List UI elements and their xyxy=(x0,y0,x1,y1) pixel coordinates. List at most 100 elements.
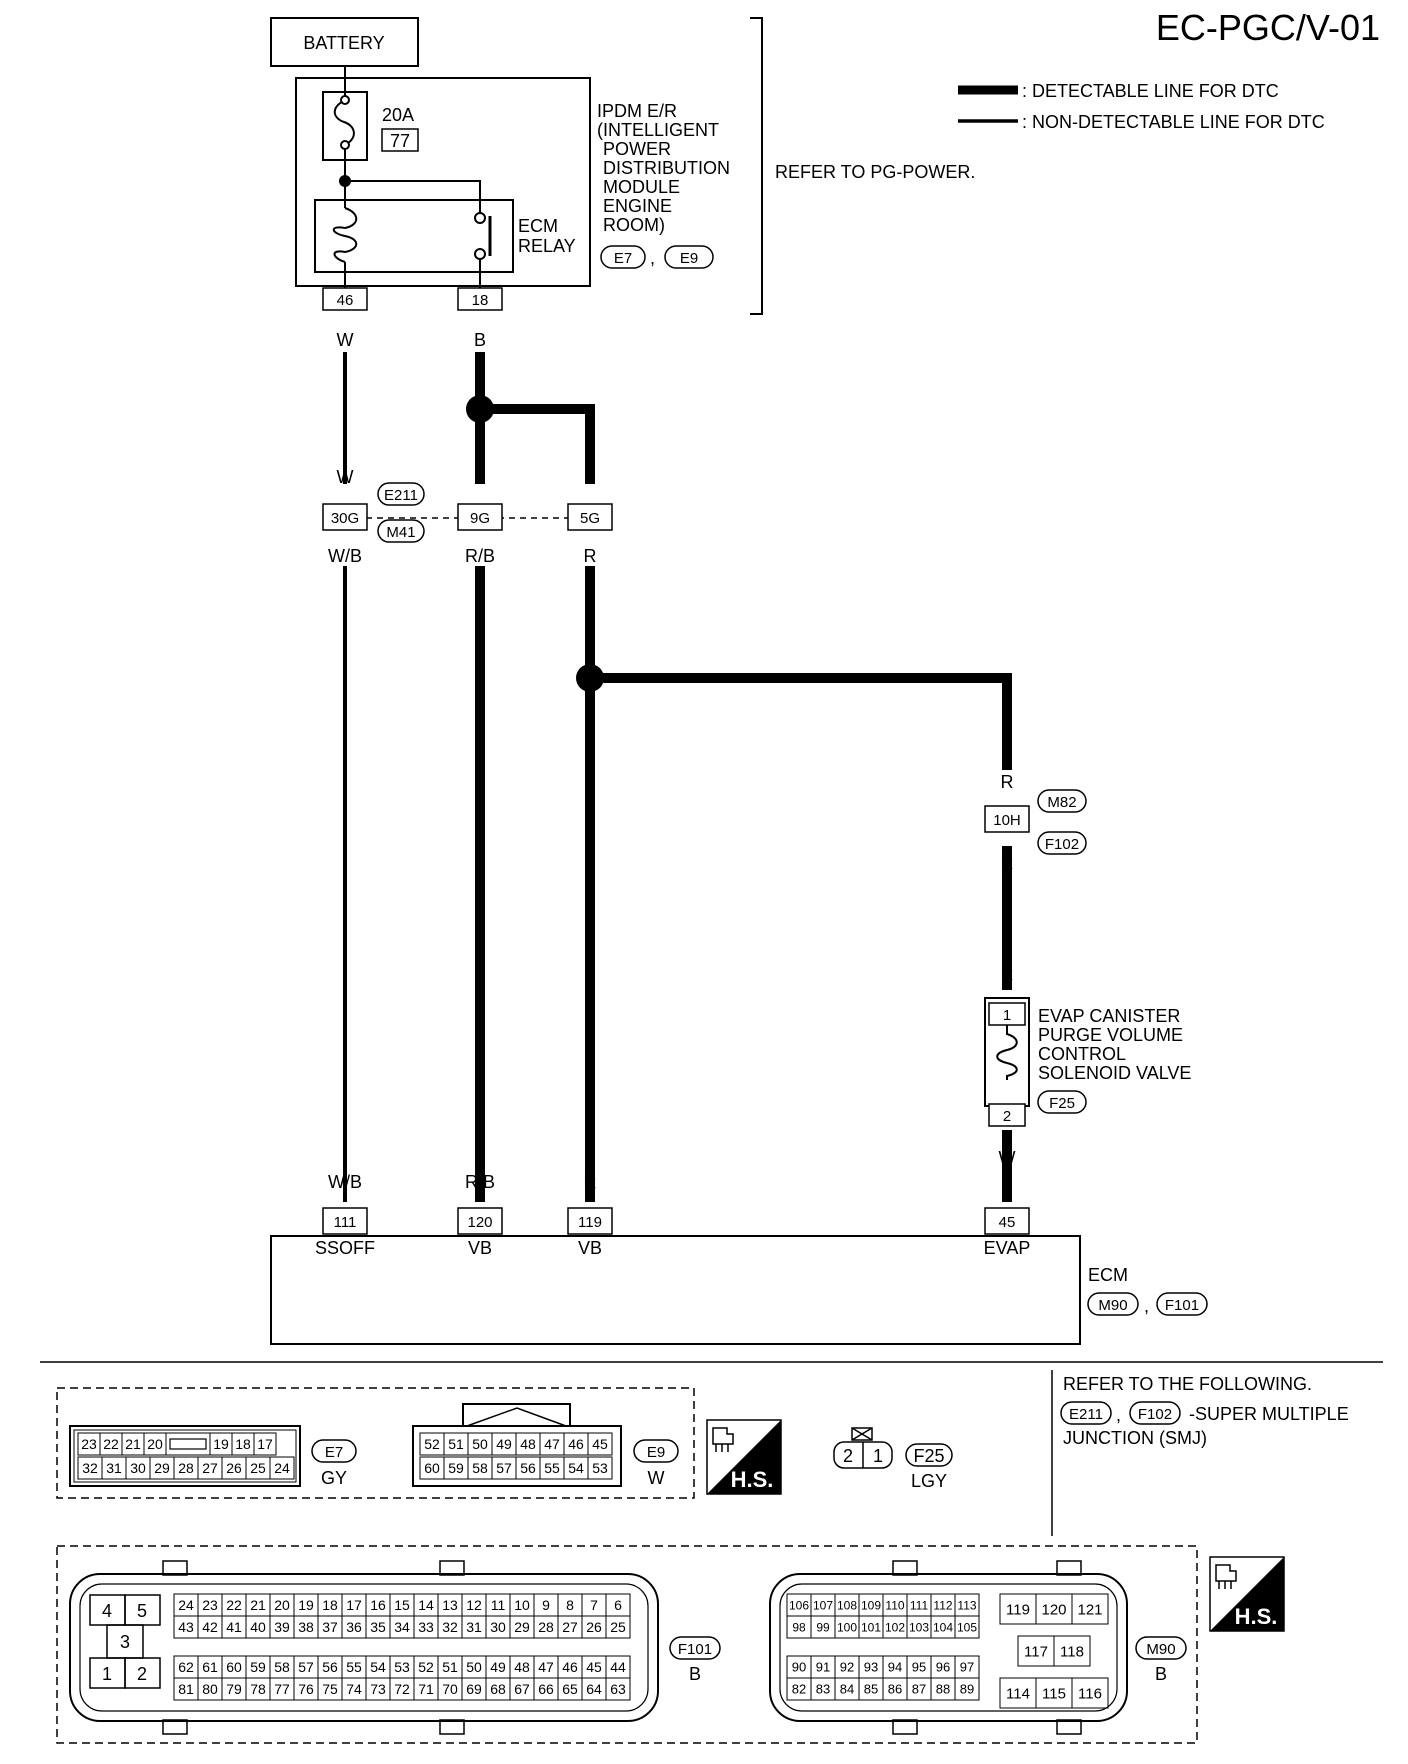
e9-color: W xyxy=(648,1468,665,1488)
j10h-conn-f102-badge xyxy=(1037,831,1087,855)
e9bot-pin-label: 60 xyxy=(424,1460,440,1476)
relay-box xyxy=(314,199,514,273)
f101r1-pin-label: 12 xyxy=(466,1597,482,1613)
m90r1-pin-label: 111 xyxy=(910,1598,929,1612)
evap-valve-pin1: 1 xyxy=(1003,1007,1011,1024)
evap-valve-pin2: 2 xyxy=(1003,1108,1011,1125)
m90rm-pin-label: 118 xyxy=(1060,1643,1084,1660)
e9-id-badge xyxy=(633,1439,679,1463)
e7-color: GY xyxy=(321,1468,347,1488)
e7bot-pin-24 xyxy=(269,1456,295,1480)
f101r2-pin-label: 33 xyxy=(418,1619,434,1635)
f25-color: LGY xyxy=(911,1471,947,1491)
m90r1-pin-label: 112 xyxy=(933,1598,952,1612)
ipdm-conn-e7: E7 xyxy=(614,250,632,267)
m90rt-pin-121 xyxy=(1071,1593,1109,1625)
refer-following-title: REFER TO THE FOLLOWING. xyxy=(1063,1374,1312,1394)
f101r4-pin-label: 74 xyxy=(346,1681,362,1697)
e9bot-pin-label: 56 xyxy=(520,1460,536,1476)
m90r2-pin-label: 99 xyxy=(816,1620,830,1634)
e7top-pin-label: 21 xyxy=(125,1436,141,1452)
m90r2-pin-label: 105 xyxy=(957,1620,977,1634)
f101r1-pin-label: 20 xyxy=(274,1597,290,1613)
wire-label-wb-2: W/B xyxy=(328,1172,362,1192)
joint-conn-e211: E211 xyxy=(384,487,418,504)
e9bot-pin-label: 58 xyxy=(472,1460,488,1476)
joint-conn-e211-badge xyxy=(377,482,425,506)
refer-conn-separator: , xyxy=(1116,1405,1121,1425)
e7bot-pin-label: 25 xyxy=(250,1460,266,1476)
m90r1-pin-label: 107 xyxy=(813,1598,833,1612)
j10h-conn-f102: F102 xyxy=(1045,836,1079,853)
f101r3-pin-label: 58 xyxy=(274,1659,290,1675)
wire-label-rb-2: R/B xyxy=(465,1172,495,1192)
svg-text:3: 3 xyxy=(120,1632,130,1652)
e7top-pin-label: 20 xyxy=(147,1436,163,1452)
f101r3-pin-label: 50 xyxy=(466,1659,482,1675)
f101r1-pin-label: 19 xyxy=(298,1597,314,1613)
e9top-pin-45 xyxy=(587,1432,613,1456)
m90r4-pin-label: 87 xyxy=(912,1682,926,1697)
e9-id: E9 xyxy=(647,1444,665,1461)
f101r2-pin-label: 29 xyxy=(514,1619,530,1635)
f101r2-pin-label: 32 xyxy=(442,1619,458,1635)
f101r3-pin-label: 54 xyxy=(370,1659,386,1675)
f101r4-pin-label: 73 xyxy=(370,1681,386,1697)
f101r4-pin-label: 72 xyxy=(394,1681,410,1697)
f101r3-pin-label: 61 xyxy=(202,1659,218,1675)
f101r1-pin-label: 6 xyxy=(614,1597,622,1613)
f101r2-pin-label: 25 xyxy=(610,1619,626,1635)
wire-r-branch xyxy=(590,673,1012,770)
ecm-pin-45-num: 45 xyxy=(999,1214,1016,1231)
fuse-number: 77 xyxy=(390,131,410,151)
f101r4-pin-label: 78 xyxy=(250,1681,266,1697)
evap-valve-label-4: SOLENOID VALVE xyxy=(1038,1063,1191,1083)
ipdm-terminal-18: 18 xyxy=(472,292,489,309)
m90-color: B xyxy=(1155,1664,1167,1684)
ipdm-box xyxy=(295,77,591,287)
m90r4-pin-label: 85 xyxy=(864,1682,878,1697)
f101r3-pin-label: 59 xyxy=(250,1659,266,1675)
e7top-pin-label: 19 xyxy=(213,1436,229,1452)
e9bot-pin-label: 55 xyxy=(544,1460,560,1476)
f101r4-pin-label: 80 xyxy=(202,1681,218,1697)
f101r1-pin-label: 16 xyxy=(370,1597,386,1613)
ipdm-terminal-46: 46 xyxy=(337,292,354,309)
m90r1-pin-label: 109 xyxy=(861,1598,881,1612)
relay-label-1: ECM xyxy=(518,216,558,236)
f101r1-pin-label: 14 xyxy=(418,1597,434,1613)
m90r1-pin-label: 113 xyxy=(957,1598,976,1612)
f101r1-pin-label: 13 xyxy=(442,1597,458,1613)
joint-30g-box xyxy=(322,503,368,531)
e7-id: E7 xyxy=(325,1444,343,1461)
ecm-pin-111-sig: SSOFF xyxy=(315,1238,375,1258)
f101r1-pin-label: 22 xyxy=(226,1597,242,1613)
ipdm-label-1: IPDM E/R xyxy=(597,101,677,121)
refer-conn-f102: F102 xyxy=(1138,1406,1172,1423)
evap-valve-coil-icon xyxy=(996,1025,1018,1080)
f101r4-pin-label: 69 xyxy=(466,1681,482,1697)
f101r3-pin-label: 48 xyxy=(514,1659,530,1675)
harness-side-icon-2: H.S. xyxy=(1209,1556,1285,1632)
m90rm-pin-label: 117 xyxy=(1024,1643,1048,1660)
j10h-terminal: 10H xyxy=(993,812,1021,829)
svg-text:5: 5 xyxy=(137,1601,147,1621)
m90r2-pin-label: 100 xyxy=(837,1620,857,1634)
m90r2-pin-label: 101 xyxy=(861,1620,881,1634)
e7top-pin-label: 17 xyxy=(257,1436,273,1452)
m90r1-pin-label: 110 xyxy=(885,1598,904,1612)
ipdm-label-7: ROOM) xyxy=(603,215,665,235)
f101r4-pin-label: 75 xyxy=(322,1681,338,1697)
m90r4-pin-label: 84 xyxy=(840,1682,854,1697)
m90r3-pin-label: 94 xyxy=(888,1660,902,1675)
f101r2-pin-label: 27 xyxy=(562,1619,578,1635)
f101r2-pin-label: 42 xyxy=(202,1619,218,1635)
m90r4-pin-label: 82 xyxy=(792,1682,806,1697)
power-bracket xyxy=(750,17,763,315)
f101r4-pin-label: 79 xyxy=(226,1681,242,1697)
